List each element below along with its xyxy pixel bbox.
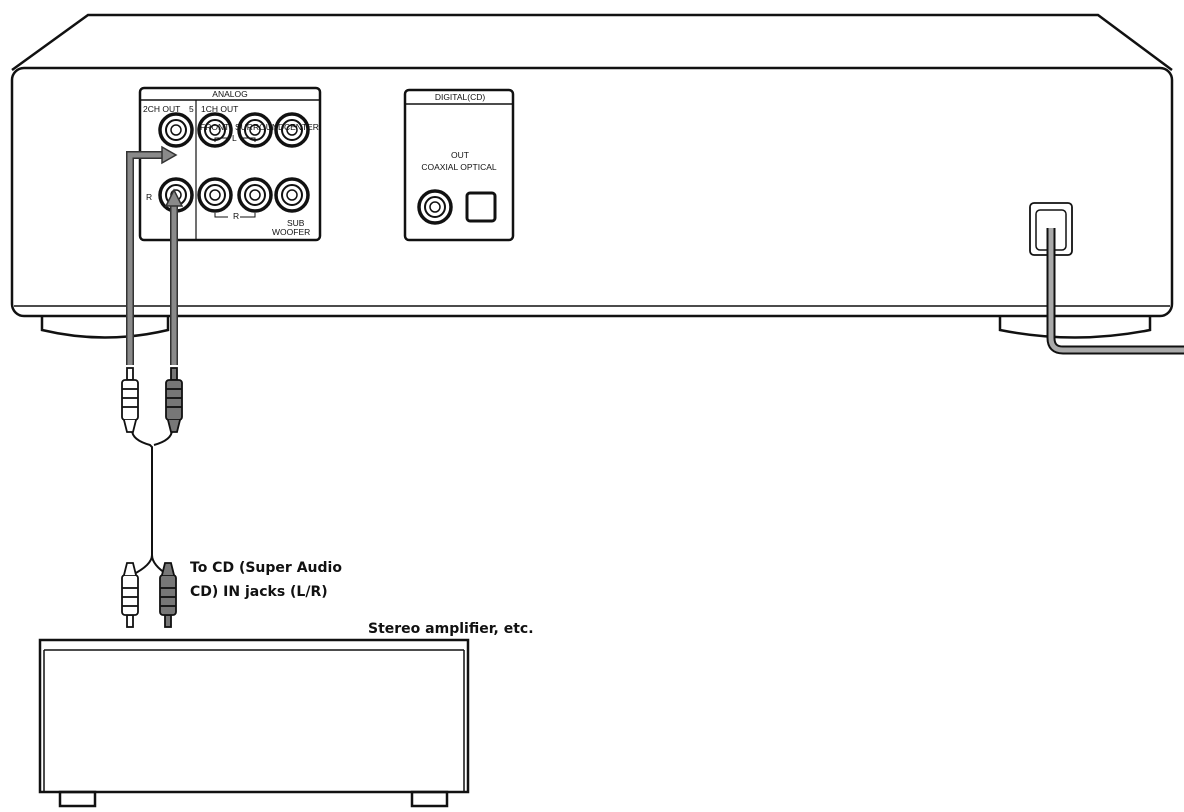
- plug-top-r: [165, 367, 183, 433]
- player-top: [11, 13, 1173, 72]
- plug-top-l: [121, 367, 139, 433]
- analog-panel: [138, 86, 322, 242]
- digital-title: DIGITAL(CD): [435, 92, 486, 102]
- jack-coaxial[interactable]: [417, 189, 453, 225]
- jack-front-r[interactable]: [197, 177, 233, 213]
- jack-label-line2: CD) IN jacks (L/R): [190, 584, 328, 600]
- power-cord: [1046, 228, 1184, 355]
- stereo-amplifier: [38, 638, 470, 808]
- label-sub: SUB: [287, 218, 305, 228]
- optical-jack[interactable]: [465, 191, 497, 223]
- audio-cable: [126, 145, 184, 581]
- jack-2ch-l[interactable]: [158, 112, 194, 148]
- label-center: CENTER: [284, 122, 319, 132]
- player-back-panel: [10, 66, 1174, 318]
- jack-subwoofer[interactable]: [274, 177, 310, 213]
- label-5: 5: [189, 104, 194, 114]
- label-1ch-out: 1CH OUT: [201, 104, 238, 114]
- label-out: OUT: [451, 150, 469, 160]
- label-surround: SURROUND: [235, 122, 284, 132]
- label-front: FRONT: [200, 122, 229, 132]
- label-r-bracket: R: [233, 211, 239, 221]
- amplifier-label: Stereo amplifier, etc.: [368, 621, 534, 637]
- jack-center-l[interactable]: [274, 112, 310, 148]
- digital-panel: [403, 88, 515, 242]
- amplifier-foot-right: [410, 790, 449, 808]
- label-woofer: WOOFER: [272, 227, 310, 237]
- plug-bottom-r: [159, 562, 177, 628]
- digital-labels: DIGITAL(CD) OUT COAXIAL OPTICAL: [421, 92, 497, 172]
- label-l: L: [232, 133, 237, 143]
- label-2ch-out: 2CH OUT: [143, 104, 180, 114]
- analog-title: ANALOG: [212, 89, 247, 99]
- label-coaxial-optical: COAXIAL OPTICAL: [421, 162, 497, 172]
- analog-labels: ANALOG 2CH OUT 5 1CH OUT FRONT SURROUND …: [143, 89, 319, 237]
- plug-bottom-l: [121, 562, 139, 628]
- player-foot-right: [998, 316, 1152, 339]
- label-r: R: [146, 192, 152, 202]
- jack-surround-r[interactable]: [237, 177, 273, 213]
- jack-label-line1: To CD (Super Audio: [190, 560, 342, 576]
- amplifier-foot-left: [58, 790, 97, 808]
- player-foot-left: [40, 316, 170, 339]
